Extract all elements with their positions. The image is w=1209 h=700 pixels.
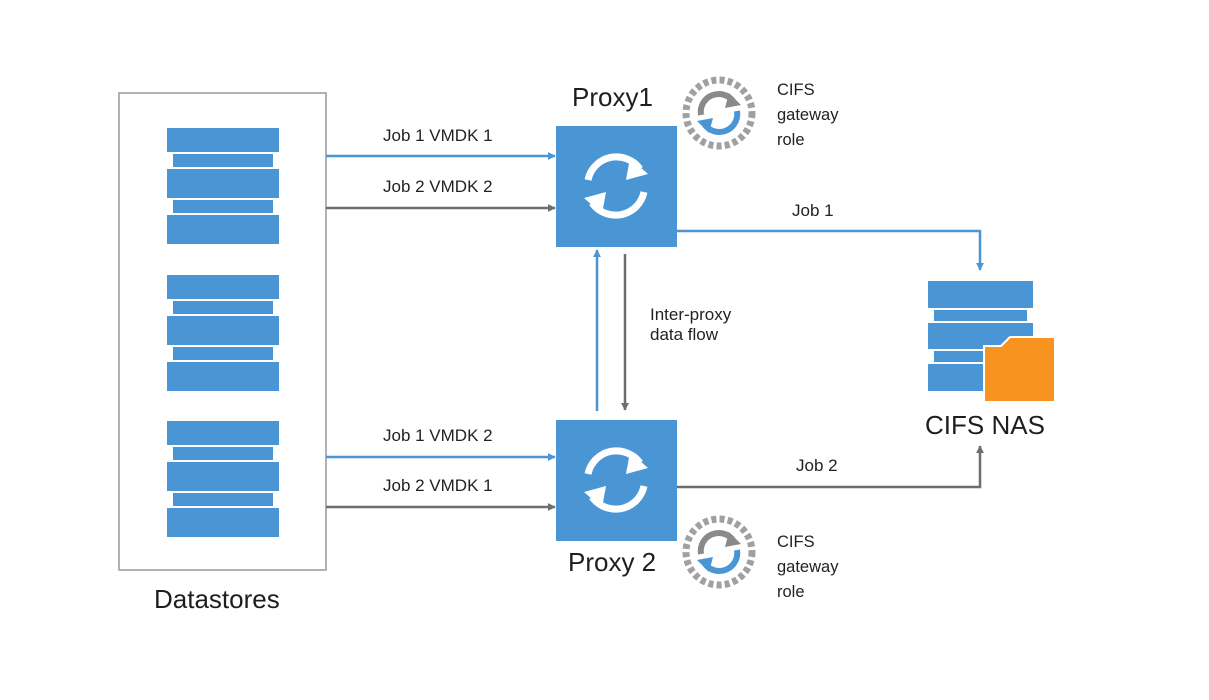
datastore-1-disk-stack-icon — [167, 128, 279, 244]
proxy2-title: Proxy 2 — [568, 547, 657, 577]
proxy1-box — [556, 126, 677, 247]
proxy2-gateway-role-line-1: CIFS — [777, 533, 815, 551]
proxy2-gateway-dashed-ring-sync-icon — [686, 519, 752, 585]
flow-arrow-job2-out — [677, 445, 984, 489]
proxy2-box — [556, 420, 677, 541]
proxy1-title: Proxy1 — [572, 82, 653, 112]
flow-label-job2-out: Job 2 — [796, 456, 838, 475]
flow-label-p2-in-top: Job 1 VMDK 2 — [383, 426, 493, 445]
proxy2-gateway-role-label: CIFS gateway role — [777, 530, 897, 605]
datastores-box — [118, 92, 327, 571]
datastore-2-disk-stack-icon — [167, 275, 279, 391]
proxy2-gateway-role-line-3: role — [777, 583, 805, 601]
proxy1-gateway-role-line-1: CIFS — [777, 81, 815, 99]
nas-label: CIFS NAS — [925, 410, 1045, 440]
inter-proxy-label: Inter-proxy data flow — [650, 305, 770, 346]
datastore-3-disk-stack-icon — [167, 421, 279, 537]
proxy1-gateway-dashed-ring-sync-icon — [686, 80, 752, 146]
flow-label-p2-in-bottom: Job 2 VMDK 1 — [383, 476, 493, 495]
nas-folder-icon — [983, 336, 1056, 403]
proxy1-gateway-role-line-3: role — [777, 131, 805, 149]
proxy1-gateway-role-line-2: gateway — [777, 106, 839, 124]
flow-label-p1-in-top: Job 1 VMDK 1 — [383, 126, 493, 145]
flow-label-p1-in-bottom: Job 2 VMDK 2 — [383, 177, 493, 196]
inter-proxy-label-line-1: Inter-proxy — [650, 305, 732, 324]
datastores-label: Datastores — [154, 584, 280, 614]
proxy1-gateway-role-label: CIFS gateway role — [777, 78, 897, 153]
proxy2-gateway-role-line-2: gateway — [777, 558, 839, 576]
flow-arrow-job1-out — [677, 229, 984, 271]
inter-proxy-label-line-2: data flow — [650, 325, 719, 345]
flow-label-job1-out: Job 1 — [792, 201, 834, 220]
